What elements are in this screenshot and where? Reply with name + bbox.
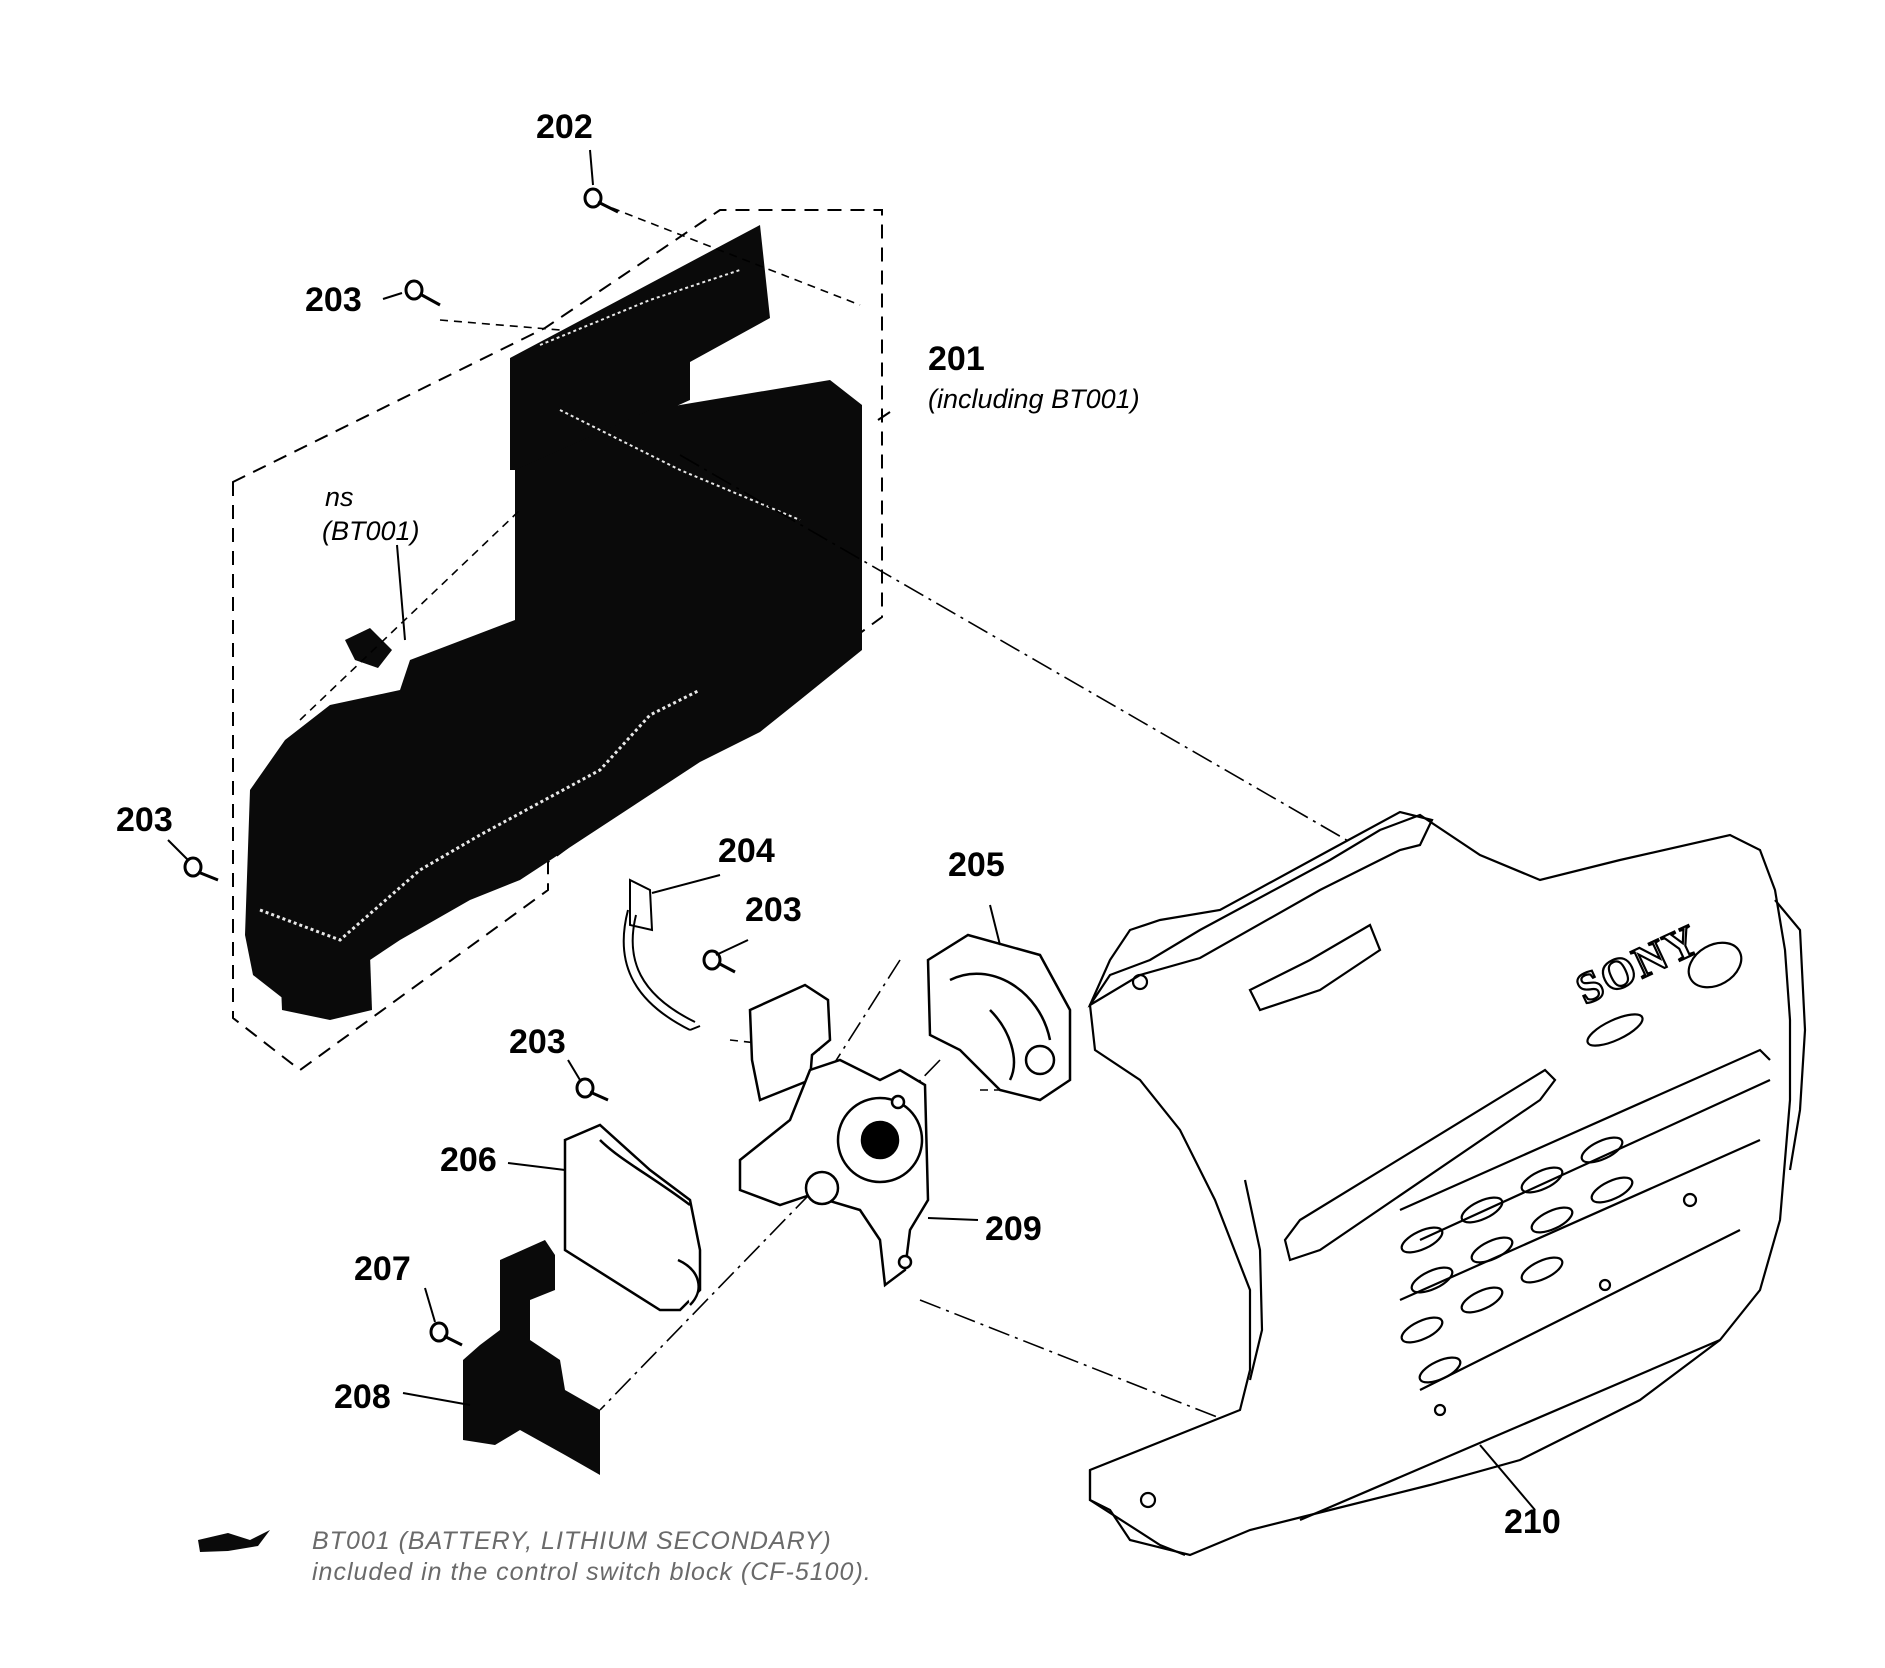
callout-206: 206 [440, 1141, 497, 1179]
leader-lines [167, 149, 1536, 1511]
cabinet-210 [1087, 810, 1807, 1557]
screw-203-left [183, 856, 219, 882]
screw-203-top [404, 279, 441, 307]
screw-203-lower [575, 1077, 609, 1102]
callout-209: 209 [985, 1210, 1042, 1248]
board-201 [245, 225, 862, 1020]
callout-203-lower: 203 [509, 1023, 566, 1061]
callout-201: 201 [928, 340, 985, 378]
battery-marker-icon [198, 1530, 270, 1552]
footnote: BT001 (BATTERY, LITHIUM SECONDARY) inclu… [312, 1526, 872, 1589]
callout-202: 202 [536, 108, 593, 146]
screw-202 [583, 187, 619, 214]
screw-203-mid [702, 949, 736, 974]
note-ns: ns [325, 482, 354, 512]
switch-block-209 [738, 983, 930, 1288]
note-including-bt001: (including BT001) [928, 384, 1140, 414]
note-bt001: (BT001) [322, 516, 420, 546]
callout-203-top: 203 [305, 281, 362, 319]
cable-204 [622, 878, 701, 1031]
screw-207 [429, 1321, 463, 1347]
footnote-line-2: included in the control switch block (CF… [312, 1558, 872, 1587]
bracket-205 [926, 933, 1072, 1102]
bracket-208 [463, 1240, 600, 1475]
footnote-line-1: BT001 (BATTERY, LITHIUM SECONDARY) [312, 1527, 832, 1555]
callout-203-mid: 203 [745, 891, 802, 929]
holder-206 [563, 1123, 702, 1312]
callout-205: 205 [948, 846, 1005, 884]
callout-207: 207 [354, 1250, 411, 1288]
callout-203-left: 203 [116, 801, 173, 839]
callout-208: 208 [334, 1378, 391, 1416]
callout-204: 204 [718, 832, 775, 870]
callout-210: 210 [1504, 1503, 1561, 1541]
